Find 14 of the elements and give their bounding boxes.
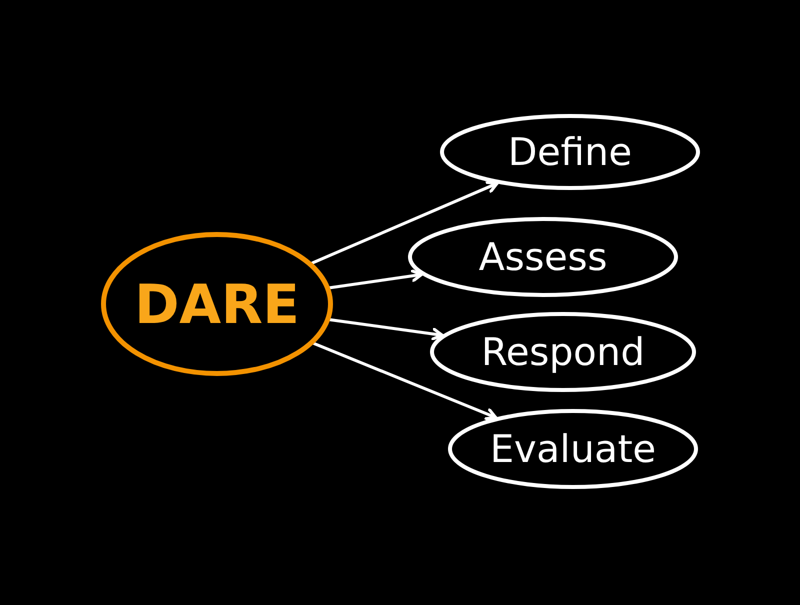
arrow xyxy=(312,342,498,420)
arrow xyxy=(310,180,498,264)
acronym-ellipse xyxy=(101,232,333,376)
term-ellipse xyxy=(448,409,698,489)
arrow xyxy=(328,269,424,290)
term-ellipse xyxy=(430,312,696,392)
arrow xyxy=(328,318,444,340)
acronym-text: DARE xyxy=(134,272,300,336)
term-text: Assess xyxy=(478,235,608,279)
term-text: Evaluate xyxy=(490,427,656,471)
term-ellipse xyxy=(440,114,700,190)
term-ellipse xyxy=(408,217,678,297)
term-text: Respond xyxy=(481,330,645,374)
term-text: Define xyxy=(508,130,632,174)
